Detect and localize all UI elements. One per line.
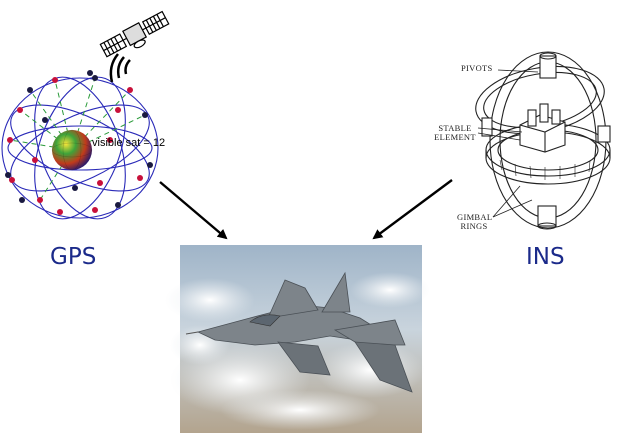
pivots-label: PIVOTS (461, 63, 493, 73)
signal-waves-icon (109, 53, 131, 83)
earth-globe-icon (52, 130, 92, 170)
satellite-dots (5, 70, 153, 215)
gimbal-rings-line1: GIMBAL (457, 212, 493, 222)
gps-to-aircraft-arrow (159, 181, 228, 240)
gimbal-rings-label: GIMBAL RINGS (457, 212, 493, 231)
ins-label: INS (526, 244, 565, 270)
stable-element-line2: ELEMENT (434, 132, 476, 142)
satellite-icon (99, 10, 170, 58)
gimbal-rings-line2: RINGS (460, 221, 488, 231)
gimbal-gyroscope-icon (475, 51, 611, 230)
gps-label: GPS (50, 244, 97, 270)
gps-constellation (1, 70, 159, 220)
stable-element-line1: STABLE (438, 123, 472, 133)
fighter-jet-photo (165, 245, 430, 433)
stable-element-label: STABLE ELEMENT (432, 124, 478, 142)
visible-satellites-label: visible sat = 12 (92, 137, 166, 149)
ins-to-aircraft-arrow (372, 179, 453, 240)
